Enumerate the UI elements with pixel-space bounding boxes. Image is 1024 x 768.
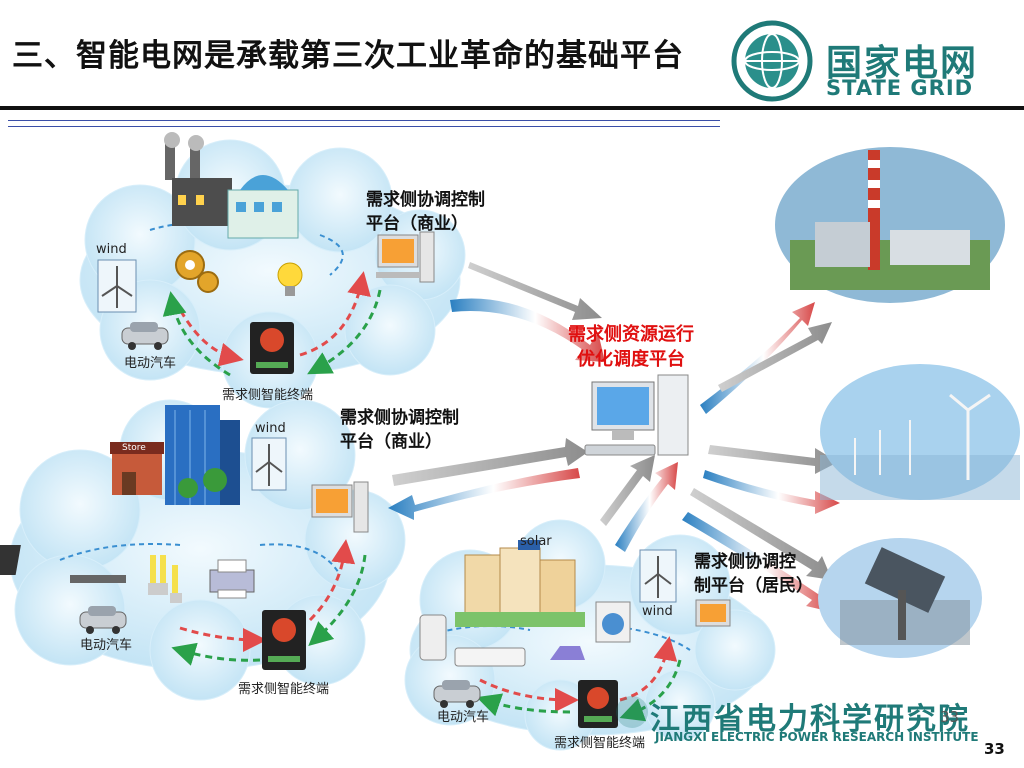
wind-turbine-icon [251,437,287,491]
state-grid-globe-logo [731,20,813,102]
smart-terminal-icon [578,680,618,728]
light-bulb-icon [277,262,303,296]
wind-farm-photo [820,364,1020,500]
apartment-buildings-icon [455,540,585,627]
wind-label: wind [642,604,673,619]
solar-label: solar [520,534,552,549]
electric-car-icon [121,322,169,350]
terminal-label: 需求侧智能终端 [238,682,330,697]
platform-label-residential: 需求侧协调控 制平台（居民） [694,552,813,596]
computer-icon [311,481,369,533]
factory-icon [164,132,232,226]
gears-icon [175,250,219,293]
brand-name-en: STATE GRID [826,76,974,100]
office-tower-icon [165,405,240,505]
iron-icon [550,646,585,660]
page-number: 33 [984,740,1005,758]
institute-logo-mark [616,696,648,728]
cfl-bulb-icon [148,555,182,603]
air-conditioner-icon [454,647,526,667]
dispatch-computer-icon [584,374,689,456]
electric-car-icon [433,680,481,708]
printer-icon [209,559,255,599]
wind-label: wind [96,242,127,257]
header-subline [8,126,720,127]
ev-label: 电动汽车 [437,710,490,725]
platform-label-commercial-mid: 需求侧协调控制 平台（商业） [340,408,459,452]
ev-label: 电动汽车 [80,638,133,653]
wind-turbine-icon [639,549,677,603]
smart-terminal-icon [262,610,306,670]
header-divider [0,106,1024,110]
page-number-ghost: 33 [940,708,960,726]
power-plant-photo [775,147,1005,303]
water-heater-icon [419,614,447,661]
store-sign: Store [122,443,146,453]
electric-car-icon [79,606,127,634]
washing-machine-icon [595,601,631,643]
brand-name-cn: 国家电网 [826,43,979,84]
terminal-label: 需求侧智能终端 [222,388,314,403]
terminal-label: 需求侧智能终端 [554,736,646,751]
solar-tracker-photo [818,538,982,658]
institute-name-cn: 江西省电力科学研究院 [650,702,970,737]
center-platform-label: 需求侧资源运行 优化调度平台 [568,324,694,370]
building-dome-icon [227,175,299,239]
computer-icon [376,231,435,283]
institute-name-en: JIANGXI ELECTRIC POWER RESEARCH INSTITUT… [655,730,979,744]
laptop-icon [0,545,126,583]
header-subline [8,120,720,121]
computer-icon [695,599,731,627]
smart-terminal-icon [250,322,294,374]
platform-label-commercial-top: 需求侧协调控制 平台（商业） [366,190,485,234]
wind-label: wind [255,421,286,436]
page-title: 三、智能电网是承载第三次工业革命的基础平台 [12,38,684,74]
ev-label: 电动汽车 [124,356,177,371]
store-icon [110,442,164,495]
wind-turbine-icon [97,259,137,313]
